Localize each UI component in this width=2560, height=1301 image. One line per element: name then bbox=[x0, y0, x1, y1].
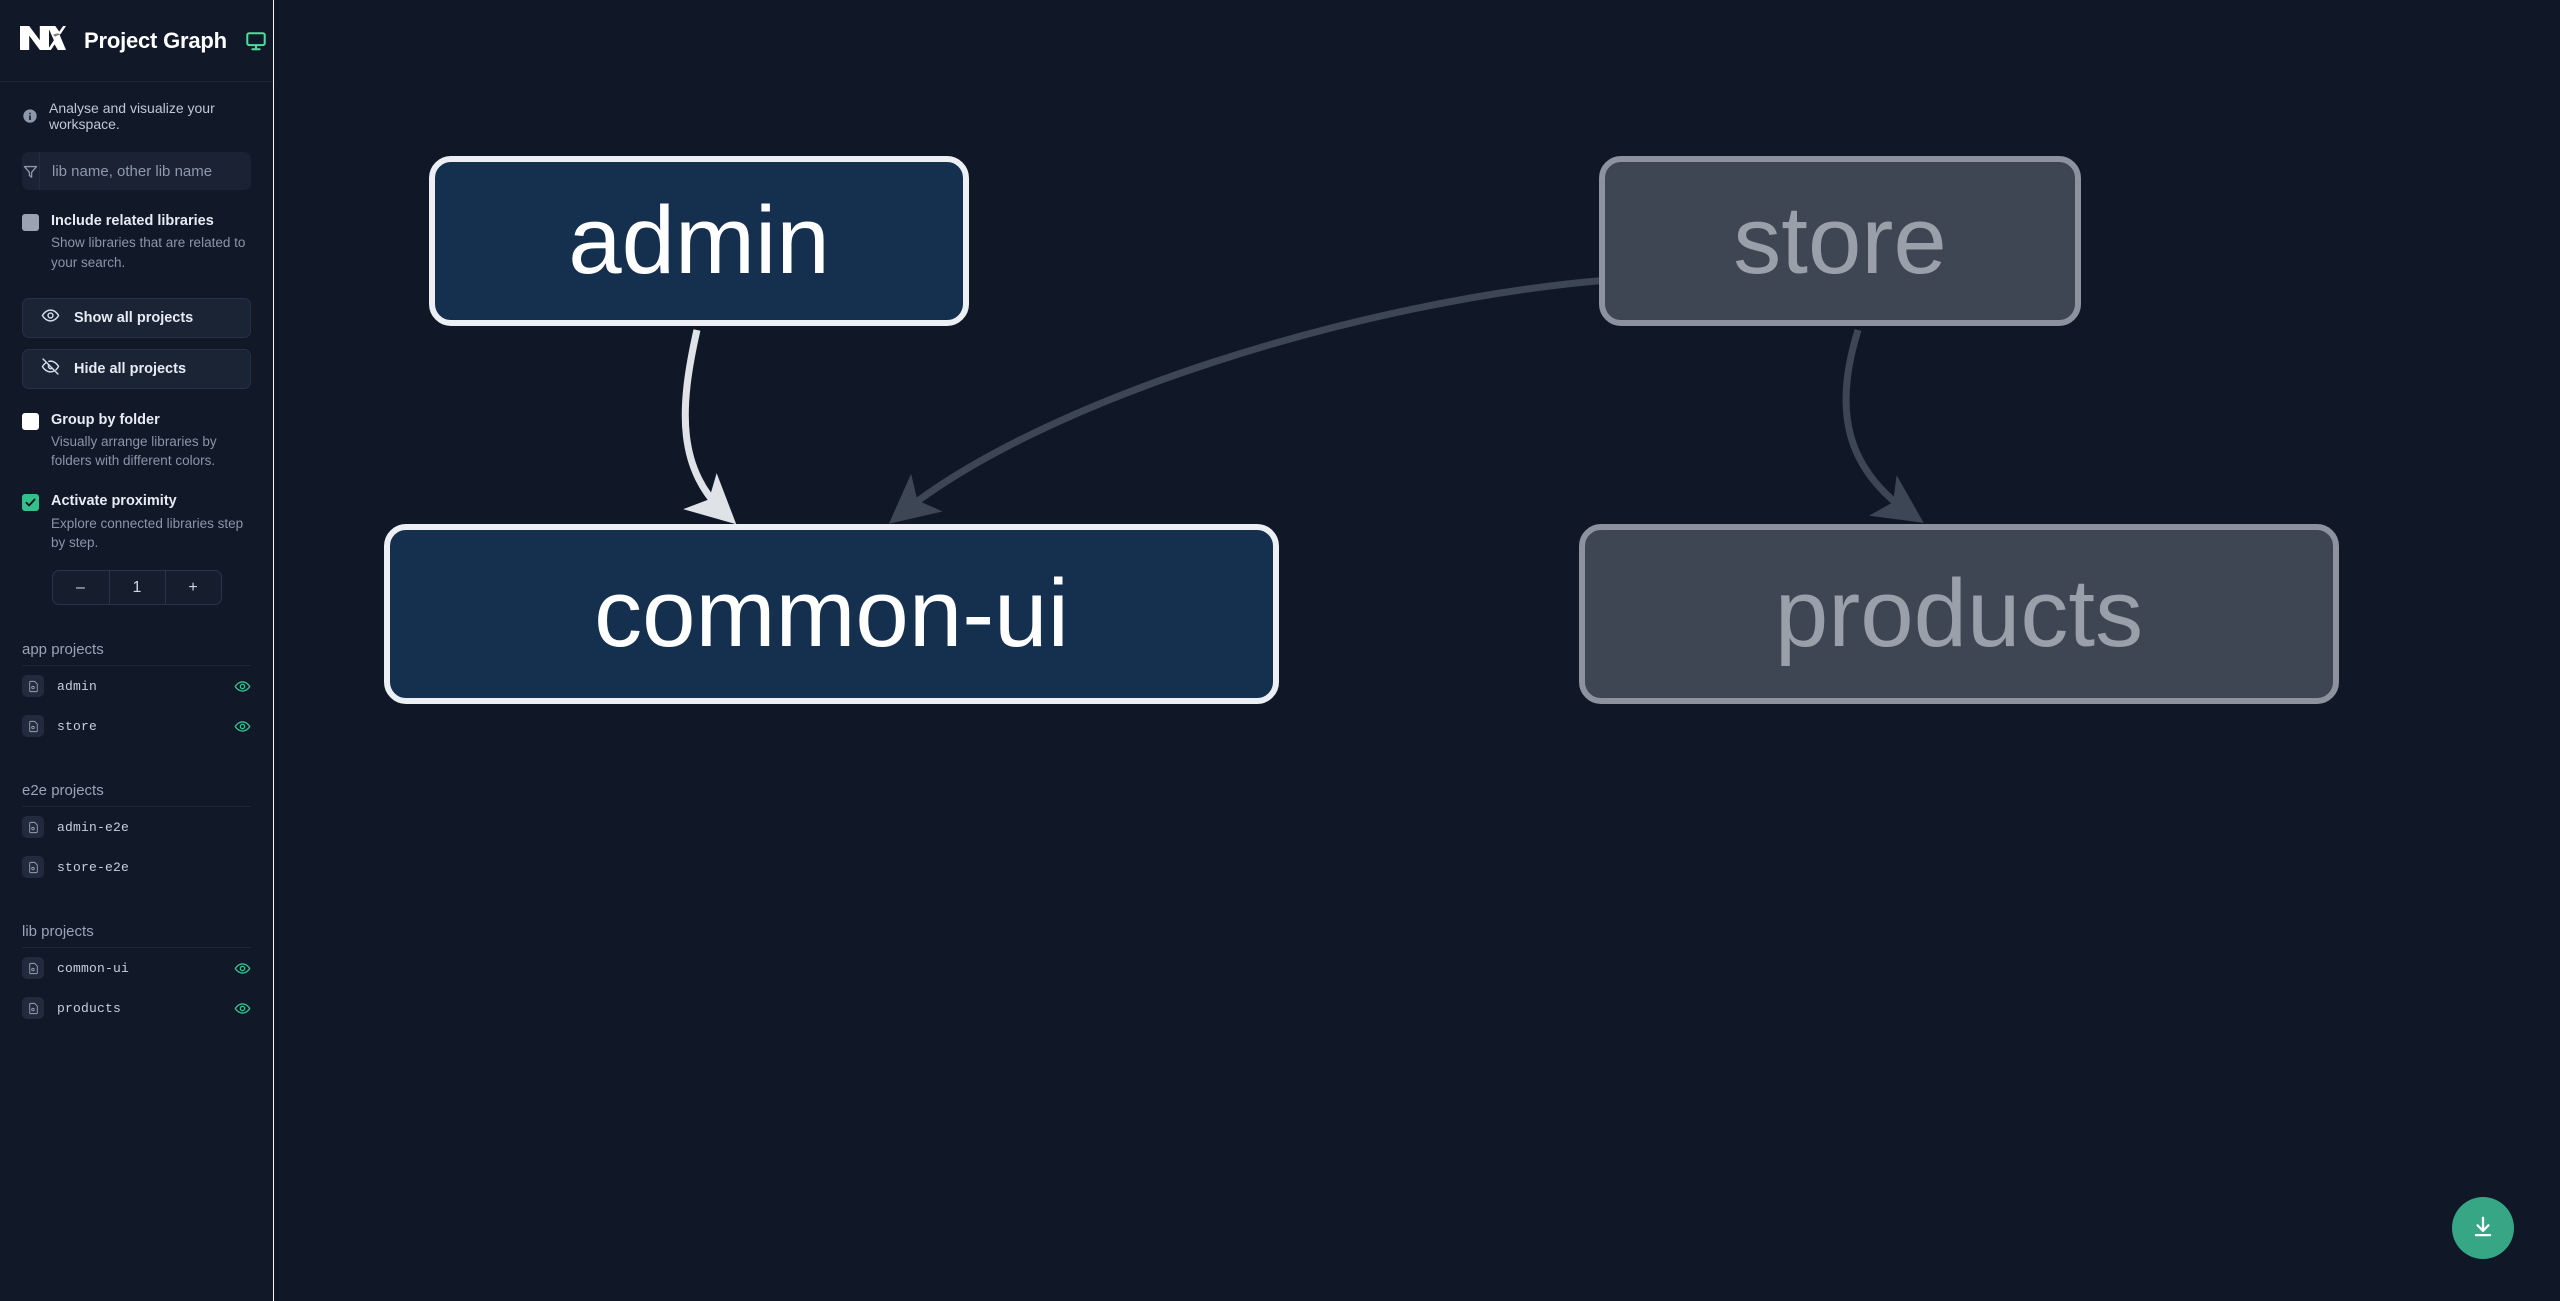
graph-node-label: common-ui bbox=[594, 560, 1069, 667]
show-all-projects-button[interactable]: Show all projects bbox=[22, 297, 251, 338]
proximity-stepper: – 1 + bbox=[51, 570, 222, 606]
option-include-related-libraries[interactable]: Include related libraries Show libraries… bbox=[0, 212, 273, 272]
eye-icon bbox=[41, 306, 60, 329]
project-group-title: app projects bbox=[22, 641, 251, 667]
hide-all-projects-label: Hide all projects bbox=[74, 360, 187, 377]
download-image-button[interactable] bbox=[2452, 1197, 2514, 1259]
proximity-stepper-container: – 1 + bbox=[0, 570, 273, 606]
option-activate-proximity[interactable]: Activate proximity Explore connected lib… bbox=[0, 492, 273, 552]
project-visibility-eye-icon[interactable] bbox=[234, 678, 251, 695]
search-box[interactable] bbox=[22, 152, 251, 190]
project-graph-canvas[interactable]: admin store common-ui products bbox=[274, 0, 2560, 1301]
project-file-icon bbox=[22, 957, 44, 980]
check-icon bbox=[25, 499, 36, 507]
option-label: Group by folder bbox=[51, 411, 160, 428]
edge-admin-to-common-ui bbox=[681, 329, 737, 525]
project-file-icon bbox=[22, 856, 44, 879]
download-icon bbox=[2470, 1214, 2496, 1243]
project-name: admin bbox=[57, 678, 98, 694]
option-label: Activate proximity bbox=[51, 493, 177, 510]
project-visibility-eye-icon[interactable] bbox=[234, 1000, 251, 1017]
project-list-item-store[interactable]: store bbox=[22, 706, 251, 746]
project-name: admin-e2e bbox=[57, 819, 130, 835]
graph-node-store[interactable]: store bbox=[1599, 156, 2081, 326]
project-visibility-eye-icon[interactable] bbox=[234, 718, 251, 735]
project-list-item-admin[interactable]: admin bbox=[22, 666, 251, 706]
project-group: app projects admin store bbox=[22, 641, 251, 746]
option-description: Explore connected libraries step by step… bbox=[51, 515, 244, 550]
project-list-item-admin-e2e[interactable]: admin-e2e bbox=[22, 807, 251, 847]
graph-node-label: store bbox=[1733, 187, 1947, 294]
proximity-increment-button[interactable]: + bbox=[164, 571, 221, 605]
graph-node-admin[interactable]: admin bbox=[429, 156, 969, 326]
group-by-folder-checkbox[interactable] bbox=[22, 412, 39, 430]
search-container bbox=[0, 148, 273, 190]
project-file-icon bbox=[22, 715, 44, 738]
graph-edges bbox=[681, 276, 1924, 525]
eye-slash-icon bbox=[41, 357, 60, 380]
project-name: products bbox=[57, 1000, 122, 1016]
project-name: store bbox=[57, 718, 98, 734]
project-file-icon bbox=[22, 997, 44, 1020]
project-visibility-eye-icon[interactable] bbox=[234, 960, 251, 977]
include-related-libraries-checkbox[interactable] bbox=[22, 214, 39, 231]
edge-store-to-common-ui bbox=[888, 276, 1609, 524]
project-name: store-e2e bbox=[57, 859, 130, 875]
project-group: lib projects common-ui products bbox=[22, 923, 251, 1028]
project-list-item-common-ui[interactable]: common-ui bbox=[22, 948, 251, 988]
tagline-text: Analyse and visualize your workspace. bbox=[49, 100, 215, 132]
project-group-title: lib projects bbox=[22, 923, 251, 949]
graph-node-common-ui[interactable]: common-ui bbox=[384, 524, 1279, 704]
activate-proximity-checkbox[interactable] bbox=[22, 494, 39, 512]
sidebar-header: Project Graph bbox=[0, 0, 273, 82]
project-group: e2e projects admin-e2e store-e2e bbox=[22, 782, 251, 887]
sidebar: Project Graph Analyse and visualize your… bbox=[0, 0, 289, 1301]
project-name: common-ui bbox=[57, 960, 130, 976]
filter-funnel-icon[interactable] bbox=[22, 152, 40, 190]
graph-node-label: products bbox=[1774, 560, 2144, 667]
proximity-decrement-button[interactable]: – bbox=[76, 578, 85, 596]
graph-node-products[interactable]: products bbox=[1579, 524, 2339, 704]
edge-store-to-products bbox=[1842, 328, 1924, 523]
nx-logo bbox=[20, 22, 66, 59]
project-file-icon bbox=[22, 816, 44, 839]
project-group-title: e2e projects bbox=[22, 782, 251, 808]
option-group-by-folder[interactable]: Group by folder Visually arrange librari… bbox=[0, 411, 273, 471]
option-description: Visually arrange libraries by folders wi… bbox=[51, 434, 217, 469]
show-all-projects-label: Show all projects bbox=[74, 309, 194, 326]
monitor-icon[interactable] bbox=[245, 30, 267, 52]
graph-node-label: admin bbox=[568, 187, 830, 294]
option-label: Include related libraries bbox=[51, 213, 214, 229]
option-description: Show libraries that are related to your … bbox=[51, 235, 246, 270]
project-file-icon bbox=[22, 675, 44, 698]
search-input[interactable] bbox=[40, 152, 251, 190]
project-groups: app projects admin store e2e projects ad… bbox=[0, 641, 273, 1028]
page-title: Project Graph bbox=[84, 27, 227, 53]
tagline: Analyse and visualize your workspace. bbox=[0, 82, 273, 148]
project-list-item-store-e2e[interactable]: store-e2e bbox=[22, 847, 251, 887]
proximity-value: 1 bbox=[108, 571, 165, 605]
info-icon bbox=[22, 108, 38, 124]
hide-all-projects-button[interactable]: Hide all projects bbox=[22, 348, 251, 389]
project-list-item-products[interactable]: products bbox=[22, 988, 251, 1028]
